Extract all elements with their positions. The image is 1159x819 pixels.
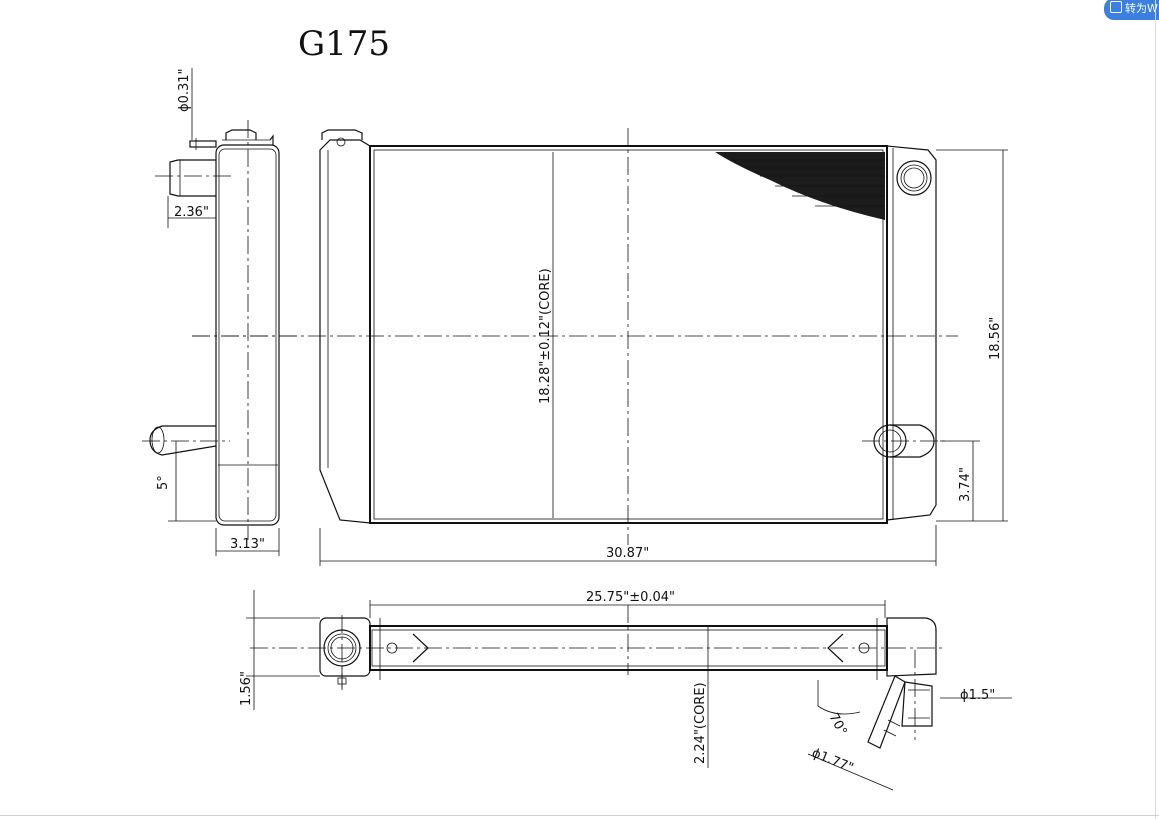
dim-outlet-angle: 5° [156, 475, 171, 490]
dim-inlet-dia: ϕ0.31" [177, 68, 192, 112]
dim-core-depth: 2.24"(CORE) [693, 682, 708, 764]
dim-core-height: 18.28"±0.12"(CORE) [538, 268, 553, 404]
dim-small-pipe-dia: ϕ1.5" [960, 688, 995, 703]
document-convert-icon [1110, 1, 1122, 13]
dim-side-depth: 3.13" [230, 537, 265, 552]
dim-neck-offset: 2.36" [174, 205, 209, 220]
page-edge-right [1155, 0, 1156, 819]
translate-label: 转为W [1125, 2, 1158, 15]
drawing-title: G175 [298, 24, 390, 64]
translate-button[interactable]: 转为W [1104, 0, 1159, 20]
dim-core-width: 25.75"±0.04" [586, 590, 675, 605]
dim-tank-height: 1.56" [239, 671, 254, 706]
side-view: ϕ0.31" 2.36" 5° 3.13" [142, 68, 300, 556]
dim-overall-height: 18.56" [988, 317, 1003, 360]
dim-pipe-angle: 70° [825, 711, 849, 738]
dim-outlet-offset: 3.74" [958, 467, 973, 502]
dim-overall-width: 30.87" [606, 546, 649, 561]
page-edge-bottom [0, 815, 1159, 816]
top-view: 25.75"±0.04" 1.56" 2.24"(CORE) 70° ϕ1.77… [239, 590, 1012, 791]
front-view: 18.28"±0.12"(CORE) 18.56" 3.74" 30.87" [192, 128, 1008, 566]
dim-pipe-dia: ϕ1.77" [810, 746, 856, 776]
